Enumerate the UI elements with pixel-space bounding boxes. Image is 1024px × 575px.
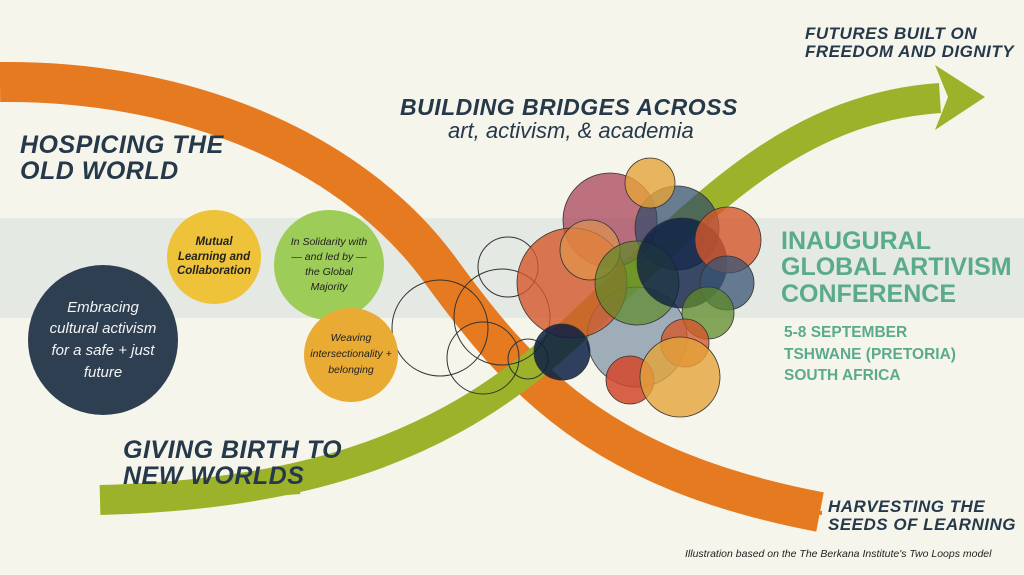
cluster-circle: [533, 323, 591, 381]
conference-country: SOUTH AFRICA: [784, 367, 901, 385]
outline-circle: [391, 279, 489, 377]
theme-mutual-learning: Mutual Learning and Collaboration: [167, 210, 261, 304]
heading-line: FREEDOM AND DIGNITY: [805, 41, 1015, 61]
title-line: GLOBAL ARTIVISM: [781, 253, 1012, 282]
bridges-subheading: art, activism, & academia: [448, 118, 694, 143]
heading-line: HOSPICING THE: [20, 131, 224, 159]
heading-line: SEEDS OF LEARNING: [828, 514, 1016, 534]
theme-solidarity: In Solidarity with — and led by — the Gl…: [274, 210, 384, 320]
conference-title: INAUGURAL GLOBAL ARTIVISM CONFERENCE: [781, 228, 1012, 307]
old-world-loop-tail: [639, 468, 823, 515]
theme-weaving: Weaving intersectionality + belonging: [304, 308, 398, 402]
title-line: CONFERENCE: [781, 279, 957, 308]
futures-heading: FUTURES BUILT ON FREEDOM AND DIGNITY: [805, 25, 1014, 61]
harvesting-heading: HARVESTING THE SEEDS OF LEARNING: [828, 498, 1016, 534]
heading-line: HARVESTING THE: [828, 497, 986, 516]
heading-line: FUTURES BUILT ON: [805, 24, 978, 43]
cluster-circle: [624, 157, 676, 209]
old-world-loop: [0, 61, 824, 532]
hospicing-heading: HOSPICING THE OLD WORLD: [20, 132, 224, 185]
conference-dates: 5-8 SEPTEMBER: [784, 324, 908, 341]
arrow-head-icon: [935, 65, 985, 130]
colored-circles: [516, 157, 762, 418]
outline-circle: [446, 321, 520, 395]
birth-heading: GIVING BIRTH TO NEW WORLDS: [123, 437, 342, 490]
title-line: INAUGURAL: [781, 227, 931, 255]
new-world-loop-tail: [99, 486, 301, 501]
heading-line: OLD WORLD: [20, 157, 179, 186]
conference-city: TSHWANE (PRETORIA): [784, 345, 956, 363]
bridges-heading: BUILDING BRIDGES ACROSS: [400, 94, 738, 120]
heading-line: GIVING BIRTH TO: [123, 436, 343, 464]
theme-embracing: Embracing cultural activism for a safe +…: [28, 265, 178, 415]
heading-line: NEW WORLDS: [123, 462, 305, 491]
cluster-circle: [639, 336, 721, 418]
conference-details: 5-8 SEPTEMBER TSHWANE (PRETORIA) SOUTH A…: [784, 322, 956, 387]
credit-note: Illustration based on the The Berkana In…: [685, 548, 992, 560]
